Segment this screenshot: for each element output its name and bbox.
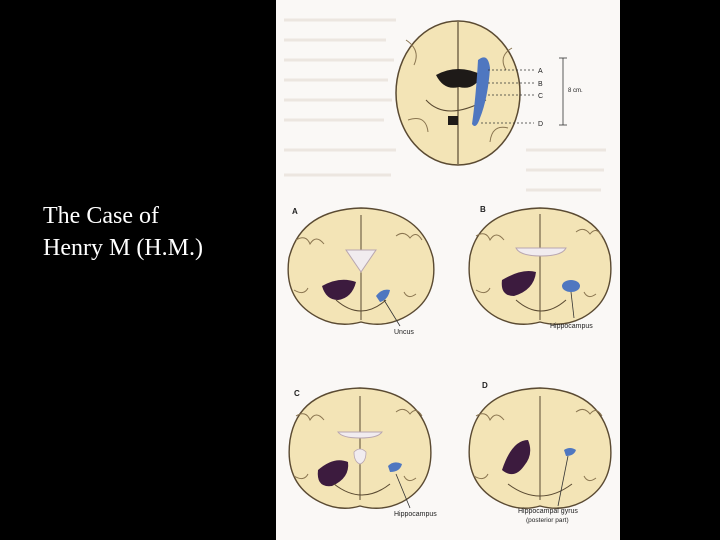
panel-a [287,207,435,327]
section-marker-lines [481,69,534,124]
panel-c-callout: Hippocampus [394,511,437,518]
panel-b-callout: Hippocampus [550,323,593,330]
panel-d [468,387,612,509]
panel-c [288,387,432,509]
slide-title-line-2: Henry M (H.M.) [43,235,203,261]
measure-label: 8 cm. [568,88,583,94]
panel-d-letter: D [482,381,488,390]
figure-illustration: A B C D 8 cm. A Uncus B [284,18,612,524]
measure-bracket [559,57,567,126]
panel-a-callout: Uncus [394,329,414,336]
slide-title: The Case of Henry M (H.M.) [43,200,203,264]
panel-a-letter: A [292,207,298,216]
marker-b-label: B [538,81,543,88]
top-view-brain [395,20,521,166]
brain-lesion-figure: A B C D 8 cm. A Uncus B [276,0,620,540]
panel-b [468,207,612,325]
marker-d-label: D [538,121,543,128]
panel-d-callout-sub: (posterior part) [526,517,569,524]
panel-d-callout: Hippocampal gyrus [518,508,578,515]
slide-title-line-1: The Case of [43,203,159,229]
panel-b-letter: B [480,205,486,214]
marker-a-label: A [538,68,543,75]
marker-c-label: C [538,93,543,100]
panel-c-letter: C [294,389,300,398]
background-text-lines [284,18,606,192]
